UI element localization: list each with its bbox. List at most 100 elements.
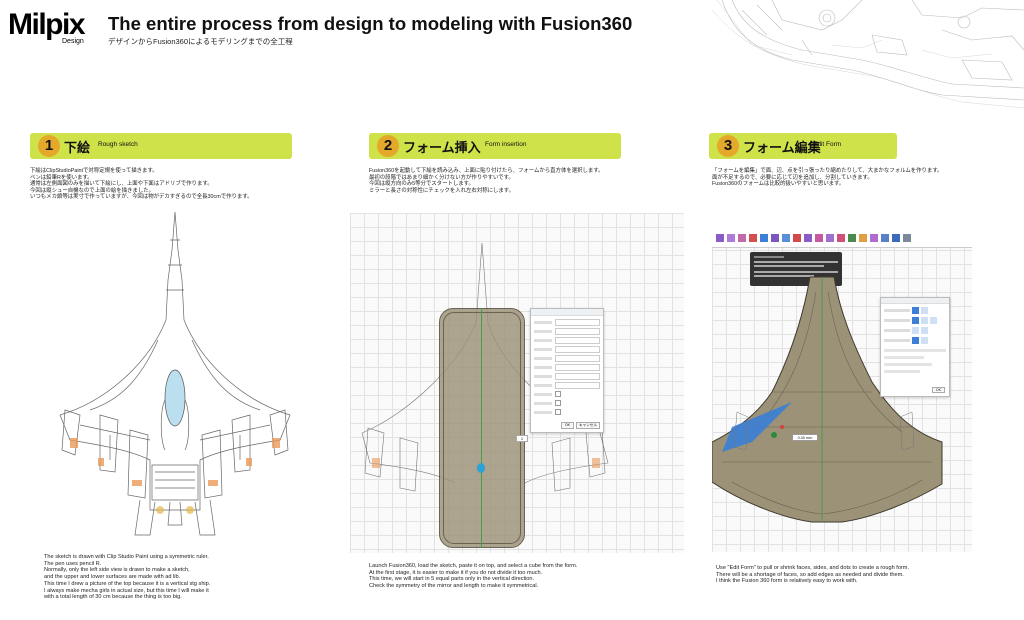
panel-titlebar (881, 298, 949, 304)
tool-icon[interactable] (771, 234, 779, 242)
transform-icon[interactable] (912, 327, 919, 334)
step-2-number: 2 (377, 135, 399, 157)
step-2-caption: Launch Fusion360, load the sketch, paste… (369, 563, 669, 590)
step-3-header: 3 フォーム編集 Edit Form (709, 133, 897, 159)
step-3-caption: Use "Edit Form" to pull or shrink faces,… (716, 565, 1006, 585)
length-checkbox[interactable] (555, 409, 561, 415)
panel-ok-button[interactable]: OK (931, 387, 945, 393)
form-box-body[interactable] (439, 308, 525, 548)
dialog-ok-button[interactable]: OK (560, 422, 575, 429)
step-1-title-jp: 下絵 (64, 140, 91, 155)
step-2-desc-line: ミラーと長さの対称性にチェックを入れ左右対称にします。 (369, 187, 515, 194)
step-3-title-en: Edit Form (813, 141, 842, 148)
step-1-caption: The sketch is drawn with Clip Studio Pai… (44, 554, 314, 601)
step-1-title-en: Rough sketch (98, 141, 138, 148)
step-2-caption-line: This time, we will start in 5 equal part… (369, 576, 535, 583)
dialog-field[interactable] (555, 319, 600, 326)
logo-main-text: Milpix (8, 8, 86, 41)
step-1-caption-line: I always make mecha girls in actual size… (44, 587, 209, 594)
division-count-input[interactable]: 1 (516, 435, 528, 442)
step-2-desc-line: 最初の段階ではあまり細かく分けない方が作りやすいです。 (369, 174, 514, 181)
step-2-header: 2 フォーム挿入 Form insertion (369, 133, 621, 159)
tool-icon[interactable] (881, 234, 889, 242)
tool-icon[interactable] (903, 234, 911, 242)
step-1-header: 1 下絵 Rough sketch (30, 133, 292, 159)
tool-icon[interactable] (870, 234, 878, 242)
step-3-description: 「フォームを編集」で面、辺、点を引っ張ったり縮めたりして、大まかなフォルムを作り… (712, 168, 1012, 188)
tool-icon[interactable] (826, 234, 834, 242)
step-2-caption-line: Launch Fusion360, load the sketch, paste… (369, 563, 578, 569)
step-1-desc-line: ペンは鉛筆Rを使います。 (30, 174, 93, 181)
step-1-caption-line: The sketch is drawn with Clip Studio Pai… (44, 554, 209, 560)
select-filter-icon[interactable] (921, 317, 928, 324)
pivot-marker[interactable] (477, 463, 485, 473)
step-1-number: 1 (38, 135, 60, 157)
step-1-description: 下絵はClipStudioPaintで対称定規を使って描きます。 ペンは鉛筆Rを… (30, 168, 300, 201)
dialog-field[interactable] (555, 346, 600, 353)
step-2-desc-line: 今回は縦方向のみ5等分でスタートします。 (369, 181, 474, 188)
box-form-dialog: OK キャンセル (530, 308, 604, 433)
tool-icon[interactable] (782, 234, 790, 242)
tool-icon[interactable] (749, 234, 757, 242)
mode-icon[interactable] (921, 307, 928, 314)
step-2-fusion-viewport[interactable]: OK キャンセル 1 (350, 213, 684, 553)
step-1-caption-line: and the upper and lower surfaces are mad… (44, 574, 181, 581)
dialog-field[interactable] (555, 364, 600, 371)
step-2-title-jp: フォーム挿入 (403, 140, 481, 155)
step-3-number: 3 (717, 135, 739, 157)
dialog-field[interactable] (555, 337, 600, 344)
step-2-title-en: Form insertion (485, 141, 527, 148)
tool-icon[interactable] (738, 234, 746, 242)
header-lineart-image (712, 0, 1024, 109)
mirror-checkbox[interactable] (555, 400, 561, 406)
step-3-desc-line: Fusion360のフォームは比較的扱いやすいと思います。 (712, 181, 845, 188)
edited-form-shape[interactable] (712, 222, 972, 552)
step-2-description: Fusion360を起動して下絵を読み込み、上面に貼り付けたら、フォームから直方… (369, 168, 669, 194)
select-filter-icon[interactable] (930, 317, 937, 324)
step-2-caption-line: Check the symmetry of the mirror and len… (369, 583, 539, 590)
step-1-desc-line: いつもメカ娘等は実寸で作っていますが、今回は物がデカすぎるので全長30cmで作り… (30, 194, 253, 201)
step-3-desc-line: 「フォームを編集」で面、辺、点を引っ張ったり縮めたりして、大まかなフォルムを作り… (712, 168, 943, 174)
step-1-desc-line: 下絵はClipStudioPaintで対称定規を使って描きます。 (30, 168, 158, 174)
logo-sub-text: Design (62, 38, 84, 45)
tool-icon[interactable] (716, 234, 724, 242)
step-3-fusion-viewport[interactable]: 0.00 mm OK (712, 222, 972, 552)
dialog-field[interactable] (555, 355, 600, 362)
tool-icon[interactable] (892, 234, 900, 242)
selected-face[interactable] (722, 402, 792, 452)
dialog-select[interactable] (555, 382, 600, 389)
milpix-logo: Milpix Design (8, 8, 94, 46)
step-3-caption-line: I think the Fusion 360 form is relativel… (716, 578, 858, 585)
tool-icon[interactable] (815, 234, 823, 242)
transform-icon[interactable] (921, 327, 928, 334)
form-box-inner-edge (443, 312, 521, 544)
transform-icon[interactable] (912, 337, 919, 344)
page-title: The entire process from design to modeli… (108, 13, 633, 34)
step-2-desc-line: Fusion360を起動して下絵を読み込み、上面に貼り付けたら、フォームから直方… (369, 168, 604, 174)
mode-icon[interactable] (912, 307, 919, 314)
step-1-desc-line: 今回は縦シュー自機なので上面の絵を描きました。 (30, 187, 154, 194)
tool-icon[interactable] (837, 234, 845, 242)
dialog-cancel-button[interactable]: キャンセル (576, 422, 600, 429)
tool-icon[interactable] (859, 234, 867, 242)
step-1-caption-line: with a total length of 30 cm because the… (44, 594, 182, 601)
step-3-caption-line: There will be a shortage of faces, so ad… (716, 571, 904, 578)
step-2-caption-line: At the first stage, it is easier to make… (369, 569, 543, 576)
tool-icon[interactable] (848, 234, 856, 242)
step-1-desc-line: 通常は左側面図のみを描いて下絵にし、上面や下面はアドリブで作ります。 (30, 181, 213, 188)
tool-icon[interactable] (804, 234, 812, 242)
step-1-sketch-image (59, 211, 291, 536)
tool-icon[interactable] (760, 234, 768, 242)
mirror-axis-line (481, 308, 482, 548)
symmetry-checkbox[interactable] (555, 391, 561, 397)
step-3-title-jp: フォーム編集 (743, 140, 821, 155)
tool-icon[interactable] (793, 234, 801, 242)
transform-icon[interactable] (921, 337, 928, 344)
dialog-field[interactable] (555, 328, 600, 335)
select-filter-icon[interactable] (912, 317, 919, 324)
tool-icon[interactable] (727, 234, 735, 242)
dialog-field[interactable] (555, 373, 600, 380)
move-distance-input[interactable]: 0.00 mm (792, 434, 818, 441)
step-1-caption-line: Normally, only the left side view is dra… (44, 567, 190, 574)
step-3-caption-line: Use "Edit Form" to pull or shrink faces,… (716, 565, 910, 571)
